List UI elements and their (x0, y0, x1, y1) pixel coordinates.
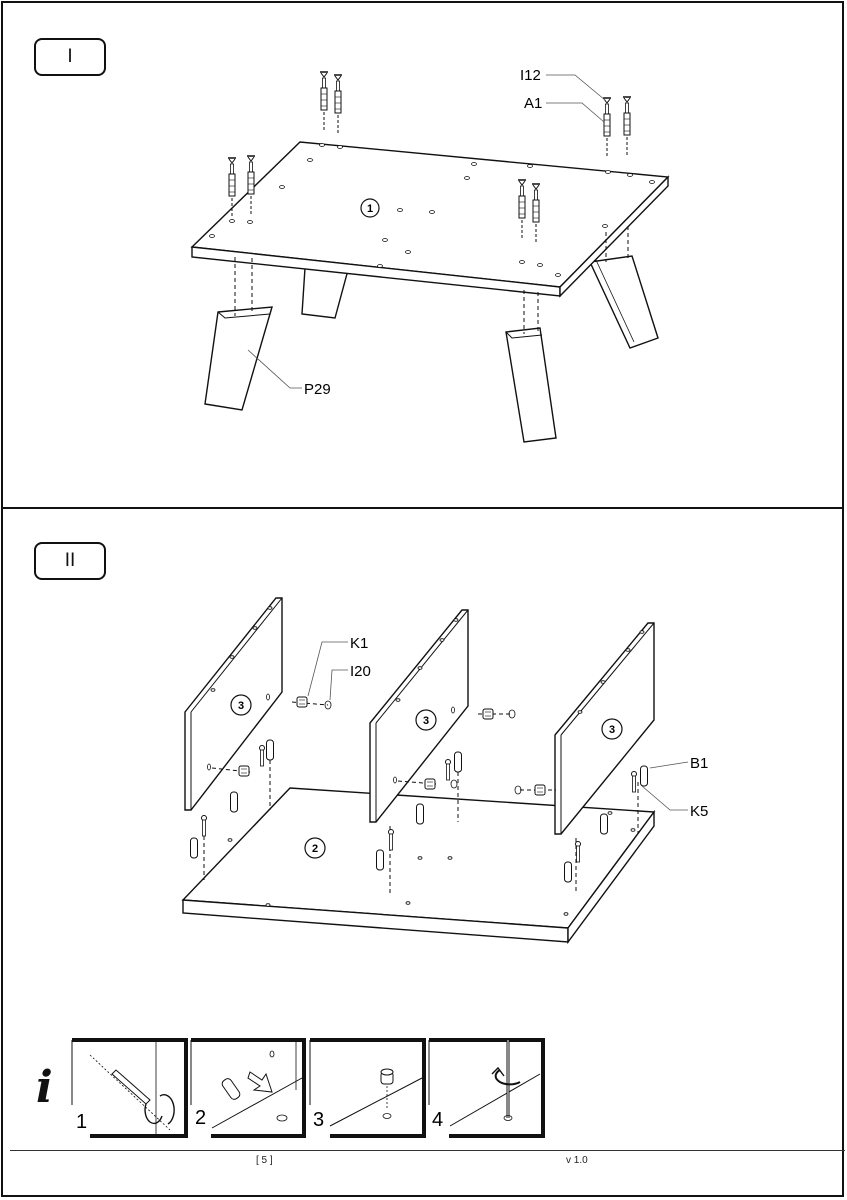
step-badge-2: II (34, 542, 106, 580)
tip-number-1: 1 (76, 1111, 87, 1133)
tip-number-2: 2 (195, 1107, 206, 1129)
back-right-leg (588, 255, 659, 349)
footer-rule (10, 1150, 845, 1151)
tip-boxes (71, 1038, 545, 1138)
tip-number-4: 4 (432, 1109, 443, 1131)
panel-3-number-middle: 3 (423, 715, 429, 727)
panel-3-number-right: 3 (609, 724, 615, 736)
tip-box-3 (309, 1038, 426, 1138)
callout-K1: K1 (350, 635, 368, 652)
tip-box-2 (190, 1038, 306, 1138)
tip-box-4 (428, 1038, 545, 1138)
callout-B1: B1 (690, 755, 708, 772)
front-right-leg (505, 327, 557, 443)
panel-1-marker (360, 198, 380, 218)
info-icon: i (36, 1062, 53, 1113)
panel-3-marker-middle (415, 709, 437, 731)
callout-A1: A1 (524, 95, 542, 112)
panel-3-marker-right (601, 718, 623, 740)
panel-3-number-left: 3 (238, 700, 244, 712)
base-edge-side (567, 809, 655, 945)
tip-number-3: 3 (313, 1109, 324, 1131)
front-left-leg (204, 306, 273, 411)
step2-drawing (181, 597, 656, 945)
panel-1-number: 1 (367, 203, 373, 215)
tabletop-edge-side (559, 175, 669, 298)
callout-I12: I12 (520, 67, 541, 84)
panel-3-marker-left (230, 694, 252, 716)
callout-K5: K5 (690, 803, 708, 820)
step-label: I (67, 46, 73, 67)
callout-P29: P29 (304, 381, 331, 398)
back-left-leg (301, 267, 349, 319)
footer-version: v 1.0 (566, 1155, 588, 1166)
footer-page-number: [ 5 ] (256, 1155, 273, 1166)
step-label: II (64, 550, 76, 571)
step-badge-1: I (34, 38, 106, 76)
panel-2-marker (304, 837, 326, 859)
step1-drawing (190, 141, 670, 443)
section-divider (3, 507, 844, 509)
callout-I20: I20 (350, 663, 371, 680)
panel-2-number: 2 (312, 843, 318, 855)
tip-box-1 (71, 1038, 188, 1138)
